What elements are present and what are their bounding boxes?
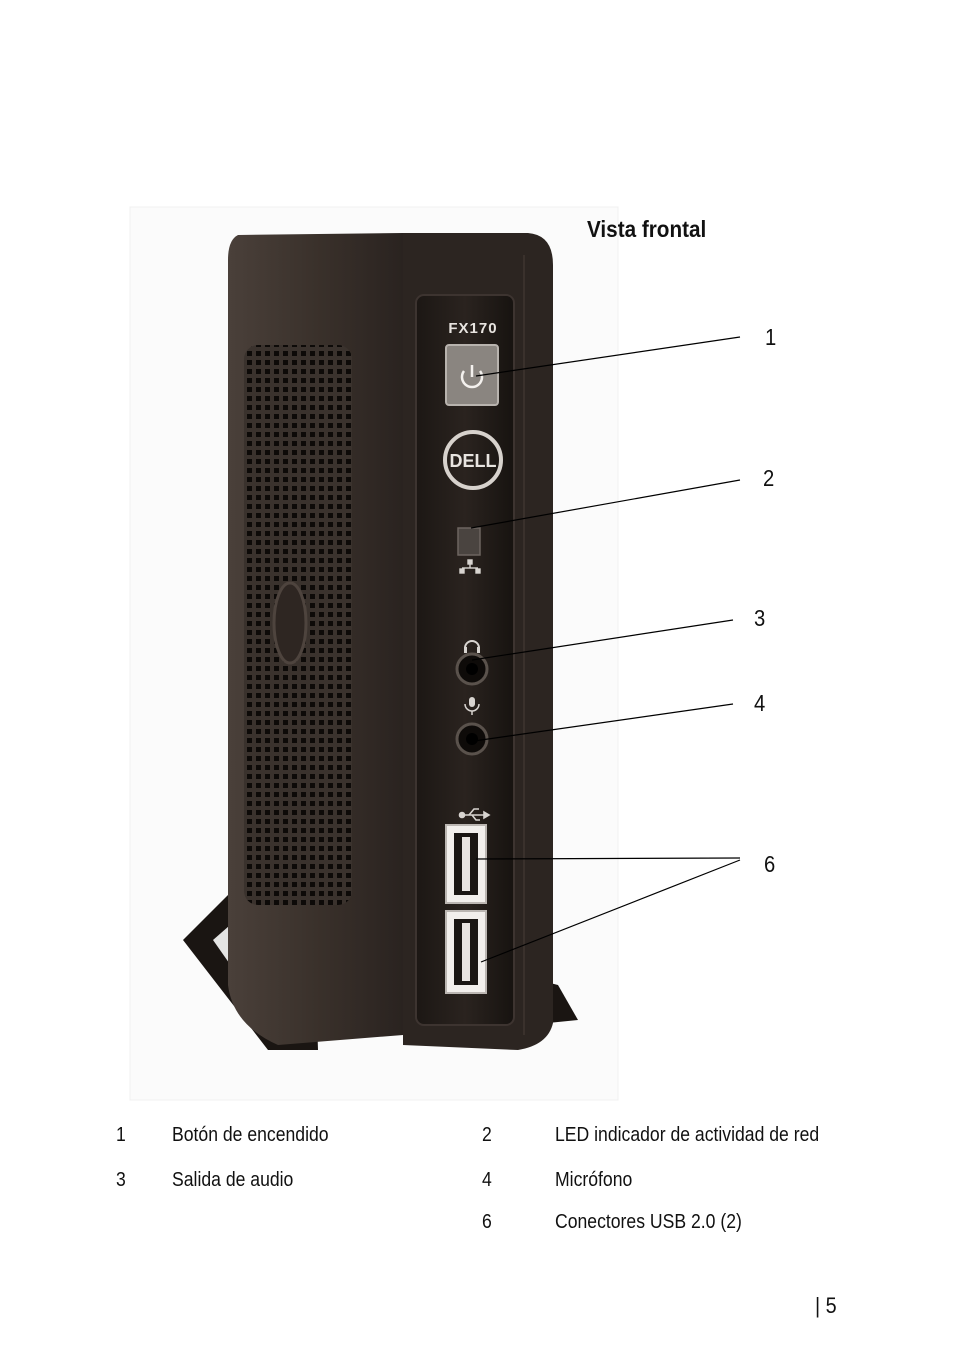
- microphone-icon: [464, 697, 480, 715]
- power-button[interactable]: [445, 344, 499, 406]
- legend-number: 4: [482, 1169, 492, 1191]
- network-icon: [459, 559, 481, 574]
- legend-number: 6: [482, 1211, 492, 1233]
- callout-4: 4: [754, 690, 766, 716]
- legend-label: Botón de encendido: [172, 1124, 329, 1146]
- network-activity-led: [457, 527, 481, 574]
- usb-icon: [458, 808, 491, 821]
- legend-label: LED indicador de actividad de red: [555, 1124, 820, 1146]
- legend-label: Conectores USB 2.0 (2): [555, 1211, 742, 1233]
- legend-number: 2: [482, 1124, 492, 1146]
- usb-port-2[interactable]: [445, 910, 487, 994]
- legend-number: 3: [116, 1169, 126, 1191]
- model-label: FX170: [448, 320, 497, 337]
- usb-port-1[interactable]: [445, 824, 487, 904]
- thin-client-front-view-figure: FX170 DELL: [129, 206, 619, 1101]
- legend-number: 1: [116, 1124, 126, 1146]
- callout-2: 2: [763, 465, 775, 491]
- page-number: | 5: [815, 1293, 837, 1318]
- callout-1: 1: [765, 324, 777, 350]
- figure-title: Vista frontal: [587, 216, 707, 242]
- svg-text:DELL: DELL: [450, 451, 497, 471]
- callout-3: 3: [754, 605, 766, 631]
- callout-6: 6: [764, 851, 776, 877]
- legend-label: Micrófono: [555, 1169, 633, 1191]
- legend-label: Salida de audio: [172, 1169, 294, 1191]
- side-panel: [228, 233, 403, 1045]
